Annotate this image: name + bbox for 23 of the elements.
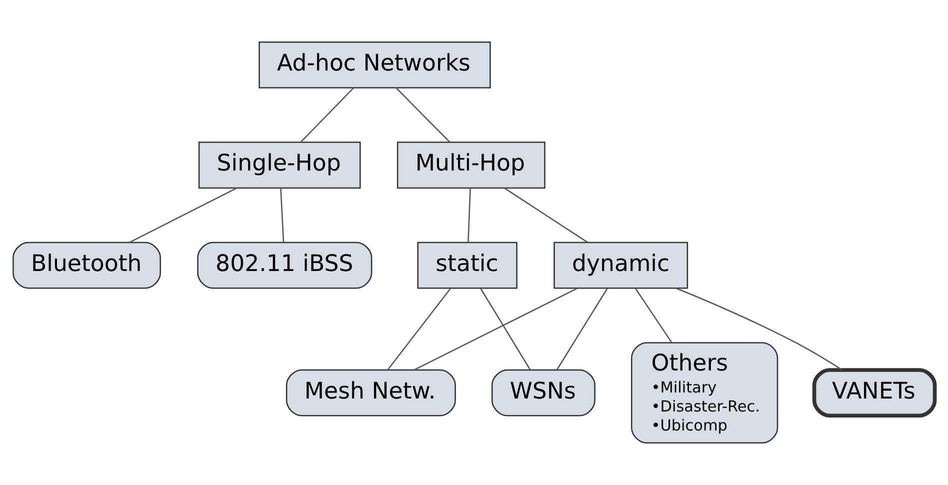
node-box: Mesh Netw.: [286, 369, 456, 416]
node-box: static: [417, 242, 518, 289]
connector: [676, 288, 842, 370]
connector: [387, 288, 452, 370]
node-box: Others •Military •Disaster-Rec. •Ubicomp: [630, 342, 778, 444]
connector: [396, 87, 450, 143]
connector: [129, 188, 238, 244]
connector: [414, 288, 578, 370]
node-box: 802.11 iBSS: [197, 242, 372, 289]
node-box: Multi-Hop: [396, 142, 546, 189]
connector: [634, 288, 672, 343]
node-box: VANETs: [812, 368, 937, 418]
node-box: Single-Hop: [198, 142, 361, 189]
connector: [480, 288, 531, 370]
connector: [504, 188, 588, 243]
connector: [300, 87, 354, 143]
connector: [280, 188, 284, 242]
connector: [468, 188, 471, 242]
node-box: WSNs: [491, 369, 596, 416]
node-box: Bluetooth: [12, 242, 161, 289]
node-box: dynamic: [554, 242, 688, 289]
connector: [556, 288, 608, 370]
node-box: Ad-hoc Networks: [258, 41, 491, 88]
